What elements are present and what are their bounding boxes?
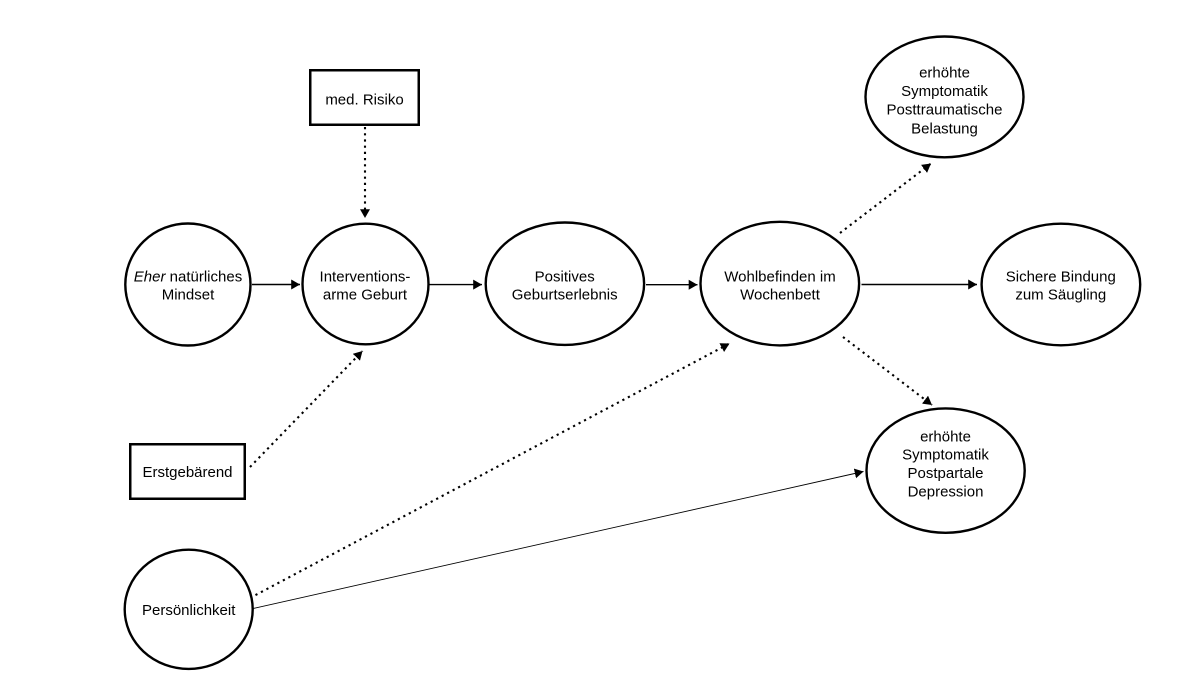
svg-text:Persönlichkeit: Persönlichkeit — [142, 602, 236, 619]
svg-text:Erstgebärend: Erstgebärend — [142, 464, 232, 481]
svg-text:Eher natürliches: Eher natürliches — [134, 268, 242, 285]
svg-text:Wochenbett: Wochenbett — [740, 286, 821, 303]
svg-text:Symptomatik: Symptomatik — [902, 447, 989, 464]
svg-text:Posttraumatische: Posttraumatische — [887, 102, 1003, 119]
svg-text:Depression: Depression — [908, 483, 984, 500]
svg-text:arme Geburt: arme Geburt — [323, 286, 408, 303]
svg-text:Wohlbefinden im: Wohlbefinden im — [724, 268, 835, 285]
svg-text:zum Säugling: zum Säugling — [1015, 286, 1106, 303]
svg-text:med. Risiko: med. Risiko — [325, 92, 403, 109]
svg-text:Symptomatik: Symptomatik — [901, 83, 988, 100]
svg-text:Mindset: Mindset — [162, 286, 215, 303]
svg-text:Positives: Positives — [535, 269, 595, 286]
svg-text:erhöhte: erhöhte — [919, 64, 970, 81]
svg-text:Postpartale: Postpartale — [908, 465, 984, 482]
svg-text:Belastung: Belastung — [911, 120, 978, 137]
svg-text:Geburtserlebnis: Geburtserlebnis — [512, 287, 618, 304]
svg-text:Sichere Bindung: Sichere Bindung — [1006, 268, 1116, 285]
svg-text:erhöhte: erhöhte — [920, 428, 971, 445]
svg-text:Interventions-: Interventions- — [320, 268, 411, 285]
